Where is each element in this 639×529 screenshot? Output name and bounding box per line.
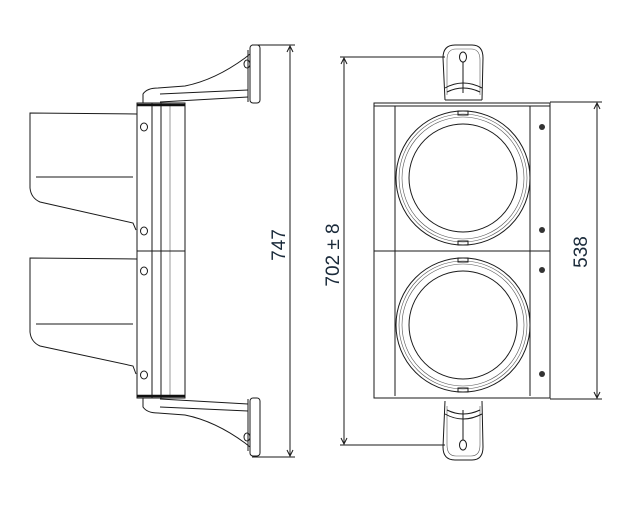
side-view: 747 [29,44,295,458]
side-screws [140,122,148,380]
bracket-top-side [142,44,261,104]
bracket-bottom-side [142,397,261,457]
dimension-702: 702 ± 8 [323,56,445,446]
visor-top [29,112,138,231]
dimension-747: 747 [252,44,295,458]
signal-lens-top [395,110,531,246]
dimension-label-702: 702 ± 8 [323,223,344,286]
dimension-label-747: 747 [269,229,290,261]
bracket-top-front [442,44,484,101]
front-housing [373,102,551,399]
front-screws [539,124,545,377]
dimension-label-538: 538 [571,236,592,268]
bracket-bottom-front [442,400,484,461]
signal-lens-bottom [395,257,531,393]
front-view: 702 ± 8 538 [323,44,602,461]
dimension-538: 538 [550,101,602,400]
side-housing [136,102,186,399]
visor-bottom [29,257,138,375]
